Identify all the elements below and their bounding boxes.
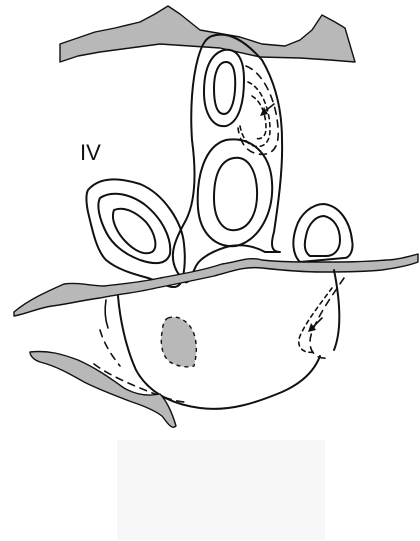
lower-body-outline	[118, 296, 320, 409]
blank-panel	[117, 440, 325, 540]
lower-body-right-edge	[334, 270, 339, 350]
right-lobe-inner	[305, 216, 340, 256]
central-lobe-lower-core	[214, 158, 257, 230]
right-lobe-outer	[293, 204, 352, 262]
figure-label-iv: IV	[80, 140, 101, 165]
left-lobe-inner	[113, 209, 155, 254]
middle-shaded-band	[14, 254, 418, 316]
upper-shaded-band	[60, 6, 355, 62]
left-lobe-middle	[98, 194, 170, 263]
shaded-blob	[161, 317, 196, 367]
lower-dashed-left	[100, 330, 120, 366]
central-lobe-upper-core	[214, 62, 235, 114]
lower-dashed-loop-inner	[299, 288, 332, 352]
lower-left-shaded-band	[30, 351, 176, 427]
lower-connector	[105, 300, 108, 328]
left-lobe-outer	[87, 179, 185, 287]
central-dashed-loop-inner	[252, 96, 266, 139]
